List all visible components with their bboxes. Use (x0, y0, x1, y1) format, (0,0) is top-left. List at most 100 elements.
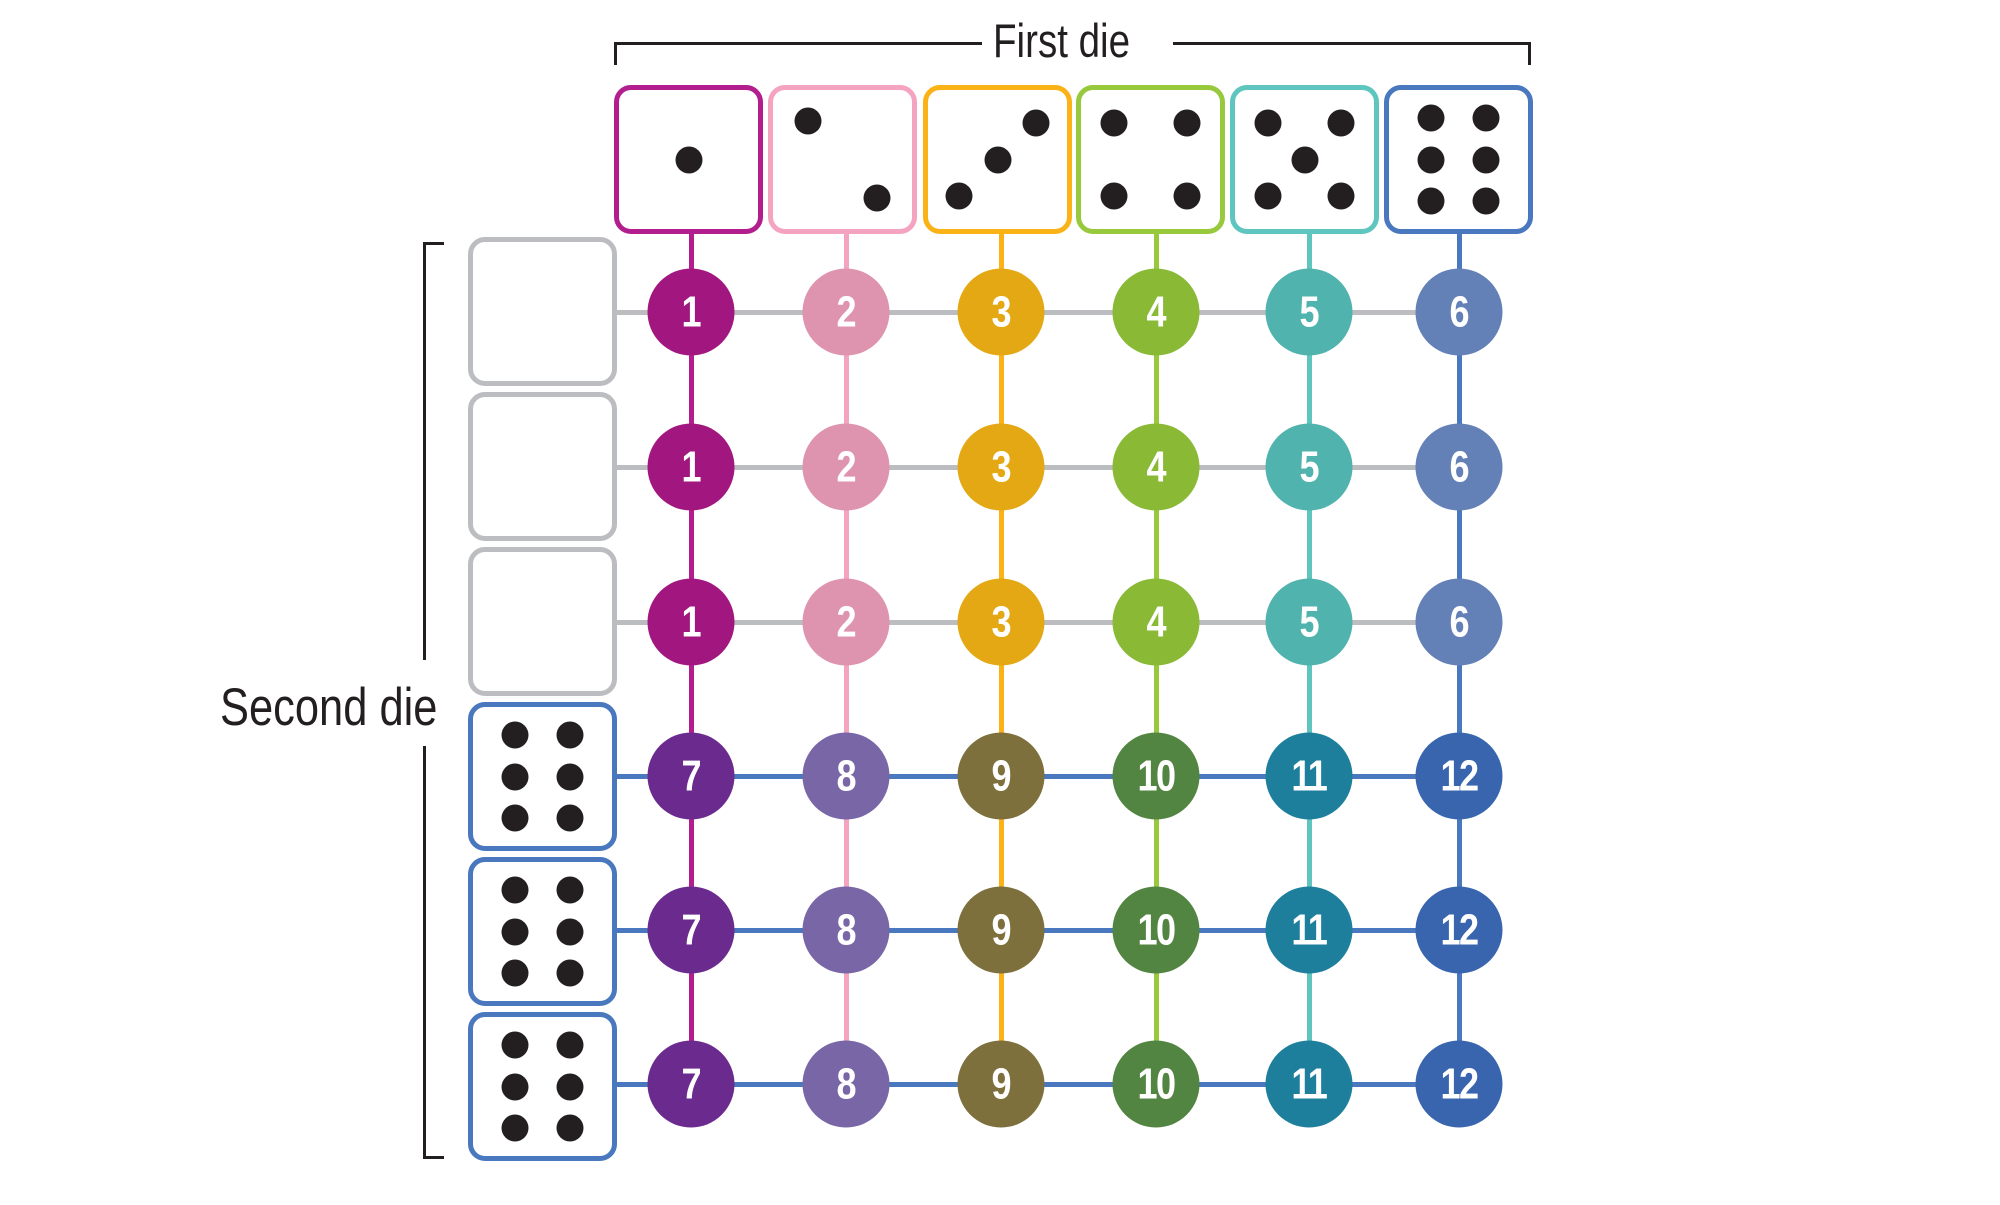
sum-value: 2 (836, 597, 857, 646)
sum-value: 2 (836, 442, 857, 491)
second-die-face-blank (468, 547, 617, 696)
sum-node: 8 (802, 732, 890, 820)
pip-dot (501, 876, 529, 904)
sum-value: 9 (991, 1059, 1012, 1108)
pip-dot (1022, 109, 1050, 137)
pip-dot (556, 721, 584, 749)
second-die-label: Second die (220, 678, 438, 737)
pip-dot (501, 721, 529, 749)
sum-node: 9 (957, 886, 1045, 974)
pip-dot (501, 763, 529, 790)
pip-dot (1254, 109, 1282, 137)
pip-dot (501, 1073, 529, 1100)
sum-value: 7 (681, 1059, 702, 1108)
sum-node: 10 (1112, 886, 1200, 974)
second-die-face-blank (468, 237, 617, 386)
sum-value: 3 (991, 597, 1012, 646)
first-die-face-one (614, 85, 763, 234)
sum-value: 5 (1299, 287, 1320, 336)
sum-node: 5 (1265, 578, 1353, 666)
sum-value: 5 (1299, 442, 1320, 491)
sum-node: 2 (802, 423, 890, 511)
sum-node: 11 (1265, 732, 1353, 820)
sum-node: 9 (957, 732, 1045, 820)
sum-value: 12 (1440, 1059, 1479, 1108)
sum-value: 12 (1440, 905, 1479, 954)
pip-dot (945, 182, 973, 210)
sum-value: 10 (1137, 905, 1176, 954)
sum-node: 3 (957, 578, 1045, 666)
second-die-face-six (468, 702, 617, 851)
sum-node: 3 (957, 423, 1045, 511)
pip-dot (501, 1031, 529, 1059)
sum-value: 10 (1137, 1059, 1176, 1108)
pip-dot (1327, 182, 1355, 210)
sum-node: 9 (957, 1040, 1045, 1128)
pip-dot (501, 804, 529, 832)
second-die-face-blank (468, 392, 617, 541)
pip-dot (556, 959, 584, 987)
first-die-bracket-right (1173, 42, 1531, 65)
first-die-face-three (923, 85, 1072, 234)
pip-dot (675, 146, 702, 173)
sum-value: 11 (1291, 905, 1328, 954)
sum-node: 12 (1415, 1040, 1503, 1128)
pip-dot (556, 876, 584, 904)
sum-value: 4 (1146, 597, 1167, 646)
sum-value: 6 (1449, 442, 1470, 491)
sum-node: 10 (1112, 732, 1200, 820)
pip-dot (556, 918, 584, 945)
sum-value: 3 (991, 442, 1012, 491)
sum-node: 6 (1415, 578, 1503, 666)
sum-value: 8 (836, 751, 857, 800)
pip-dot (1173, 109, 1201, 137)
second-die-face-six (468, 857, 617, 1006)
first-die-label: First die (993, 14, 1131, 67)
sum-node: 7 (647, 886, 735, 974)
sum-value: 8 (836, 905, 857, 954)
sum-node: 10 (1112, 1040, 1200, 1128)
pip-dot (1472, 146, 1500, 173)
pip-dot (1173, 182, 1201, 210)
pip-dot (501, 918, 529, 945)
sum-value: 4 (1146, 287, 1167, 336)
sum-node: 11 (1265, 1040, 1353, 1128)
sum-node: 5 (1265, 423, 1353, 511)
pip-dot (1417, 146, 1445, 173)
sum-value: 1 (681, 597, 702, 646)
sum-value: 11 (1291, 1059, 1328, 1108)
sum-value: 8 (836, 1059, 857, 1108)
sum-node: 6 (1415, 268, 1503, 356)
sum-node: 8 (802, 1040, 890, 1128)
sum-value: 2 (836, 287, 857, 336)
sum-value: 6 (1449, 597, 1470, 646)
pip-dot (1327, 109, 1355, 137)
pip-dot (863, 184, 891, 212)
sum-node: 4 (1112, 423, 1200, 511)
first-die-face-four (1076, 85, 1225, 234)
sum-node: 6 (1415, 423, 1503, 511)
pip-dot (1472, 187, 1500, 215)
sum-node: 4 (1112, 268, 1200, 356)
sum-node: 12 (1415, 886, 1503, 974)
sum-value: 9 (991, 751, 1012, 800)
sum-value: 7 (681, 905, 702, 954)
sum-value: 1 (681, 287, 702, 336)
sum-node: 1 (647, 578, 735, 666)
sum-node: 1 (647, 268, 735, 356)
pip-dot (556, 763, 584, 790)
second-die-bracket-bottom (423, 746, 444, 1159)
sum-value: 1 (681, 442, 702, 491)
pip-dot (556, 1073, 584, 1100)
sum-node: 7 (647, 1040, 735, 1128)
sum-node: 11 (1265, 886, 1353, 974)
sum-node: 1 (647, 423, 735, 511)
pip-dot (1100, 109, 1128, 137)
first-die-face-two (768, 85, 917, 234)
first-die-face-six (1384, 85, 1533, 234)
first-die-bracket-left (614, 42, 982, 65)
sum-value: 10 (1137, 751, 1176, 800)
pip-dot (1472, 104, 1500, 132)
sum-node: 2 (802, 578, 890, 666)
